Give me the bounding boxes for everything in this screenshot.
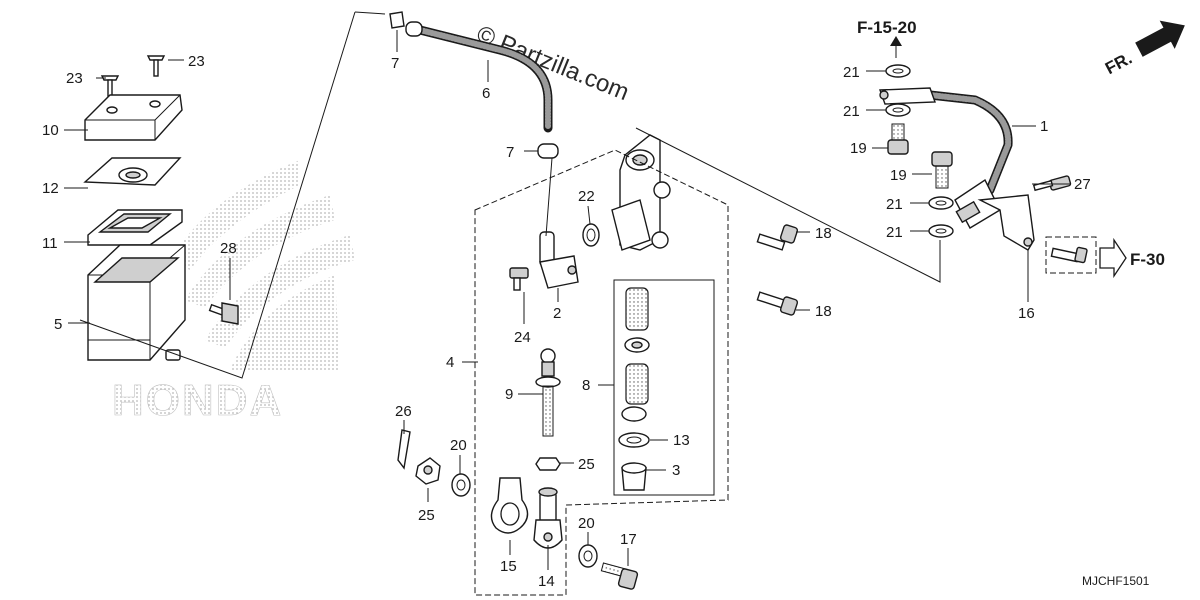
honda-logo-text: HONDA [112,376,283,425]
connector-hose-joint [635,127,941,283]
part-21-washer-a [885,64,911,78]
part-9-push-rod [535,348,561,437]
part-3-boot [621,462,647,491]
part-21-washer-b [885,103,911,117]
callout-20-b: 20 [578,515,595,532]
callout-17: 17 [620,531,637,548]
callout-9: 9 [505,386,513,403]
part-8-spring-b [625,363,649,405]
part-27-bolt [1032,175,1072,192]
callout-10: 10 [42,122,59,139]
part-7-clip-b [537,143,559,159]
part-17-bolt [600,562,639,590]
part-18-bolt-b [756,291,799,316]
callout-27: 27 [1074,176,1091,193]
front-direction-arrow: FR. [1102,20,1185,79]
connector-reservoir [79,11,356,379]
master-cylinder-body [611,134,671,251]
part-25-nut-a [535,457,561,471]
callout-2: 2 [553,305,561,322]
part-11-diaphragm [87,209,183,246]
callout-20-a: 20 [450,437,467,454]
part-21-washer-d [928,224,954,238]
diagram-code: MJCHF1501 [1082,574,1150,588]
callout-11: 11 [42,235,58,252]
part-28-bolt [208,302,239,325]
part-14-joint [533,487,563,549]
callout-14: 14 [538,573,555,590]
callout-21-a: 21 [843,64,860,81]
callout-12: 12 [42,180,59,197]
part-15-clevis [490,477,529,534]
ref-label-top: F-15-20 [857,18,917,37]
callout-18-a: 18 [815,225,832,242]
callout-24: 24 [514,329,531,346]
piston-kit-box [613,279,715,496]
part-7-clip-a [389,11,423,37]
part-1-brake-hose [925,90,1013,210]
callout-13: 13 [673,432,690,449]
connector-clip-a [354,11,386,15]
part-18-bolt-a [756,224,799,251]
part-23-screw-b [146,55,166,77]
part-19-bolt-a [887,123,909,155]
hose-upper-fitting [879,87,936,105]
ref-label-right: F-30 [1130,250,1165,269]
callout-18-b: 18 [815,303,832,320]
callout-19-b: 19 [890,167,907,184]
part-f30-bolt [1050,246,1088,264]
callout-7-top: 7 [391,55,399,72]
callout-7-mid: 7 [506,144,514,161]
callout-3: 3 [672,462,680,479]
callout-25-a: 25 [578,456,595,473]
ref-right-arrow [1099,237,1127,279]
callout-23-b: 23 [188,53,205,70]
part-10-reservoir-cap [84,94,183,141]
callout-8: 8 [582,377,590,394]
honda-wing-logo: HONDA [112,160,355,425]
part-26-cotter-pin [397,429,411,470]
part-2-joint [539,231,579,289]
callout-labels: 1 2 3 4 5 6 7 7 8 9 10 11 12 13 14 15 16… [42,53,1091,590]
callout-21-c: 21 [886,196,903,213]
part-6-reservoir-hose [415,25,553,133]
callout-19-a: 19 [850,140,867,157]
front-direction-label: FR. [1102,49,1135,79]
callout-6: 6 [482,85,490,102]
assembly-4-boundary [474,149,729,596]
callout-23-a: 23 [66,70,83,87]
part-20-washer-a [451,473,471,497]
callout-22: 22 [578,188,595,205]
callout-21-d: 21 [886,224,903,241]
part-25-nut-b [415,457,441,485]
callout-21-b: 21 [843,103,860,120]
part-19-bolt-b [931,151,953,189]
part-8-spring-a [625,287,649,331]
callout-1: 1 [1040,118,1048,135]
callout-16: 16 [1018,305,1035,322]
part-8-cup-b [621,406,647,422]
f30-bolt-box [1045,236,1097,274]
part-8-cup-a [624,337,650,353]
callout-5: 5 [54,316,62,333]
part-22-o-ring [582,223,600,247]
part-16-stay [977,194,1035,251]
callout-28: 28 [220,240,237,257]
callout-25-b: 25 [418,507,435,524]
watermark-text: © Partzilla.com [473,21,633,107]
part-12-diaphragm-plate [83,157,182,186]
part-5-reservoir-body [87,244,186,361]
part-24-screw [509,267,529,291]
ref-top-arrowhead [890,36,902,46]
callout-15: 15 [500,558,517,575]
part-21-washer-c [928,196,954,210]
part-13-circlip [618,432,650,448]
leader-lines [64,30,1070,570]
part-23-screw-a [100,75,120,97]
part-20-washer-b [578,544,598,568]
callout-26: 26 [395,403,412,420]
callout-4: 4 [446,354,454,371]
